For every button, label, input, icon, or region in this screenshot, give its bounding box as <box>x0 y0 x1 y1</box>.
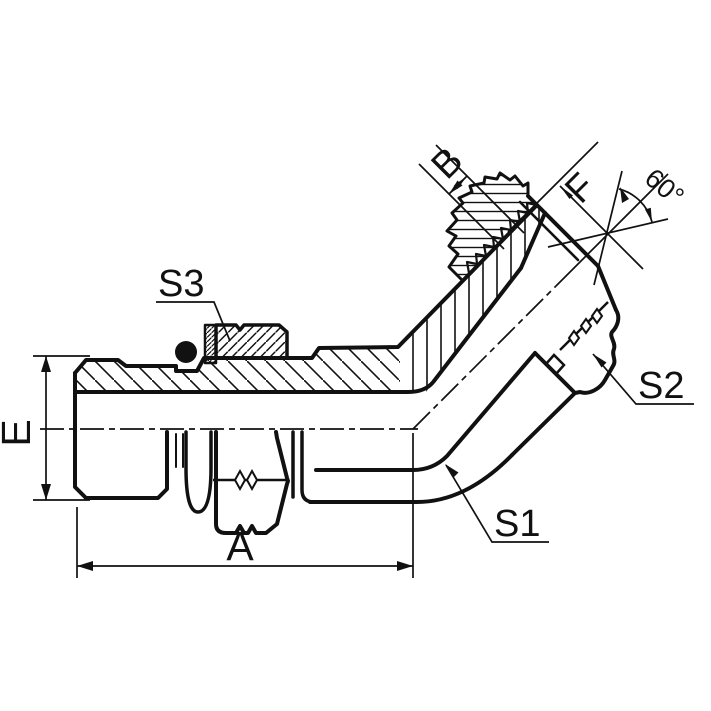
nut-back-chamfer-square <box>544 353 566 376</box>
arrow-e-top-icon <box>41 356 51 372</box>
arrow-f-icon <box>560 186 573 199</box>
label-a: A <box>226 523 254 569</box>
hex-waist-diamond-2 <box>245 468 259 492</box>
stud-thread-teeth <box>465 201 539 275</box>
bore-line <box>73 266 523 394</box>
tip-face-inner <box>518 200 580 262</box>
body-top-profile <box>73 203 539 375</box>
dim-b-ext-2 <box>418 163 505 250</box>
dim-b-ext-1 <box>435 144 525 234</box>
locknut-hatch <box>216 325 287 358</box>
elbow-outer-curve <box>308 453 514 504</box>
arc-arrow-upper-icon <box>620 187 629 203</box>
washer-hatch <box>205 325 216 363</box>
collar-outline <box>184 430 213 514</box>
o-ring <box>175 341 197 363</box>
male-thread-left-face <box>73 371 88 500</box>
arrow-a-right-icon <box>397 561 413 571</box>
label-s1: S1 <box>494 503 540 545</box>
arrow-s1-icon <box>445 464 459 478</box>
centerline-45deg <box>412 285 557 430</box>
male-thread-bottom <box>84 430 169 500</box>
body-hex-flank <box>510 391 577 457</box>
axis-extension-line <box>555 173 669 287</box>
tip-face <box>526 194 600 268</box>
dimension-arrows <box>41 176 607 571</box>
arrow-b-upper-icon <box>453 176 467 190</box>
washer-outline <box>203 323 218 365</box>
angle-arc-arrows <box>620 187 652 222</box>
body-wall-hatch <box>75 348 400 391</box>
leader-s3 <box>156 301 231 342</box>
label-s3: S3 <box>158 263 204 305</box>
label-s2: S2 <box>638 365 684 407</box>
ridge-diamond-3 <box>590 307 604 325</box>
arrow-a-left-icon <box>77 561 93 571</box>
swivel-nut-section-hatch <box>447 173 537 280</box>
ridge-diamond-1 <box>567 329 581 347</box>
hex-nut-outline <box>214 430 290 535</box>
label-f: F <box>557 165 603 211</box>
details <box>175 301 609 492</box>
elbow-arm-wall-hatch <box>400 205 545 392</box>
label-angle: 60° <box>639 163 690 212</box>
label-b: B <box>424 140 472 188</box>
ridge-diamond-2 <box>579 317 593 335</box>
swivel-nut-flank <box>573 308 621 395</box>
swivel-nut-section-profile <box>445 171 530 282</box>
leader-s2 <box>592 353 694 405</box>
hex-waist-diamond-1 <box>233 468 247 492</box>
arrow-s2-icon <box>593 354 607 368</box>
arrow-e-bottom-icon <box>41 484 51 500</box>
swivel-nut-front-cone <box>596 264 618 312</box>
locknut-outline <box>214 323 289 360</box>
groove-lines <box>175 433 184 468</box>
hex-step-ring <box>291 430 316 504</box>
elbow-inner-curve <box>314 351 537 472</box>
arc-arrow-lower-icon <box>645 207 652 222</box>
section-hatching <box>75 173 545 392</box>
label-e: E <box>0 419 39 446</box>
part-outline <box>73 171 621 535</box>
dim-f-line <box>559 185 644 270</box>
